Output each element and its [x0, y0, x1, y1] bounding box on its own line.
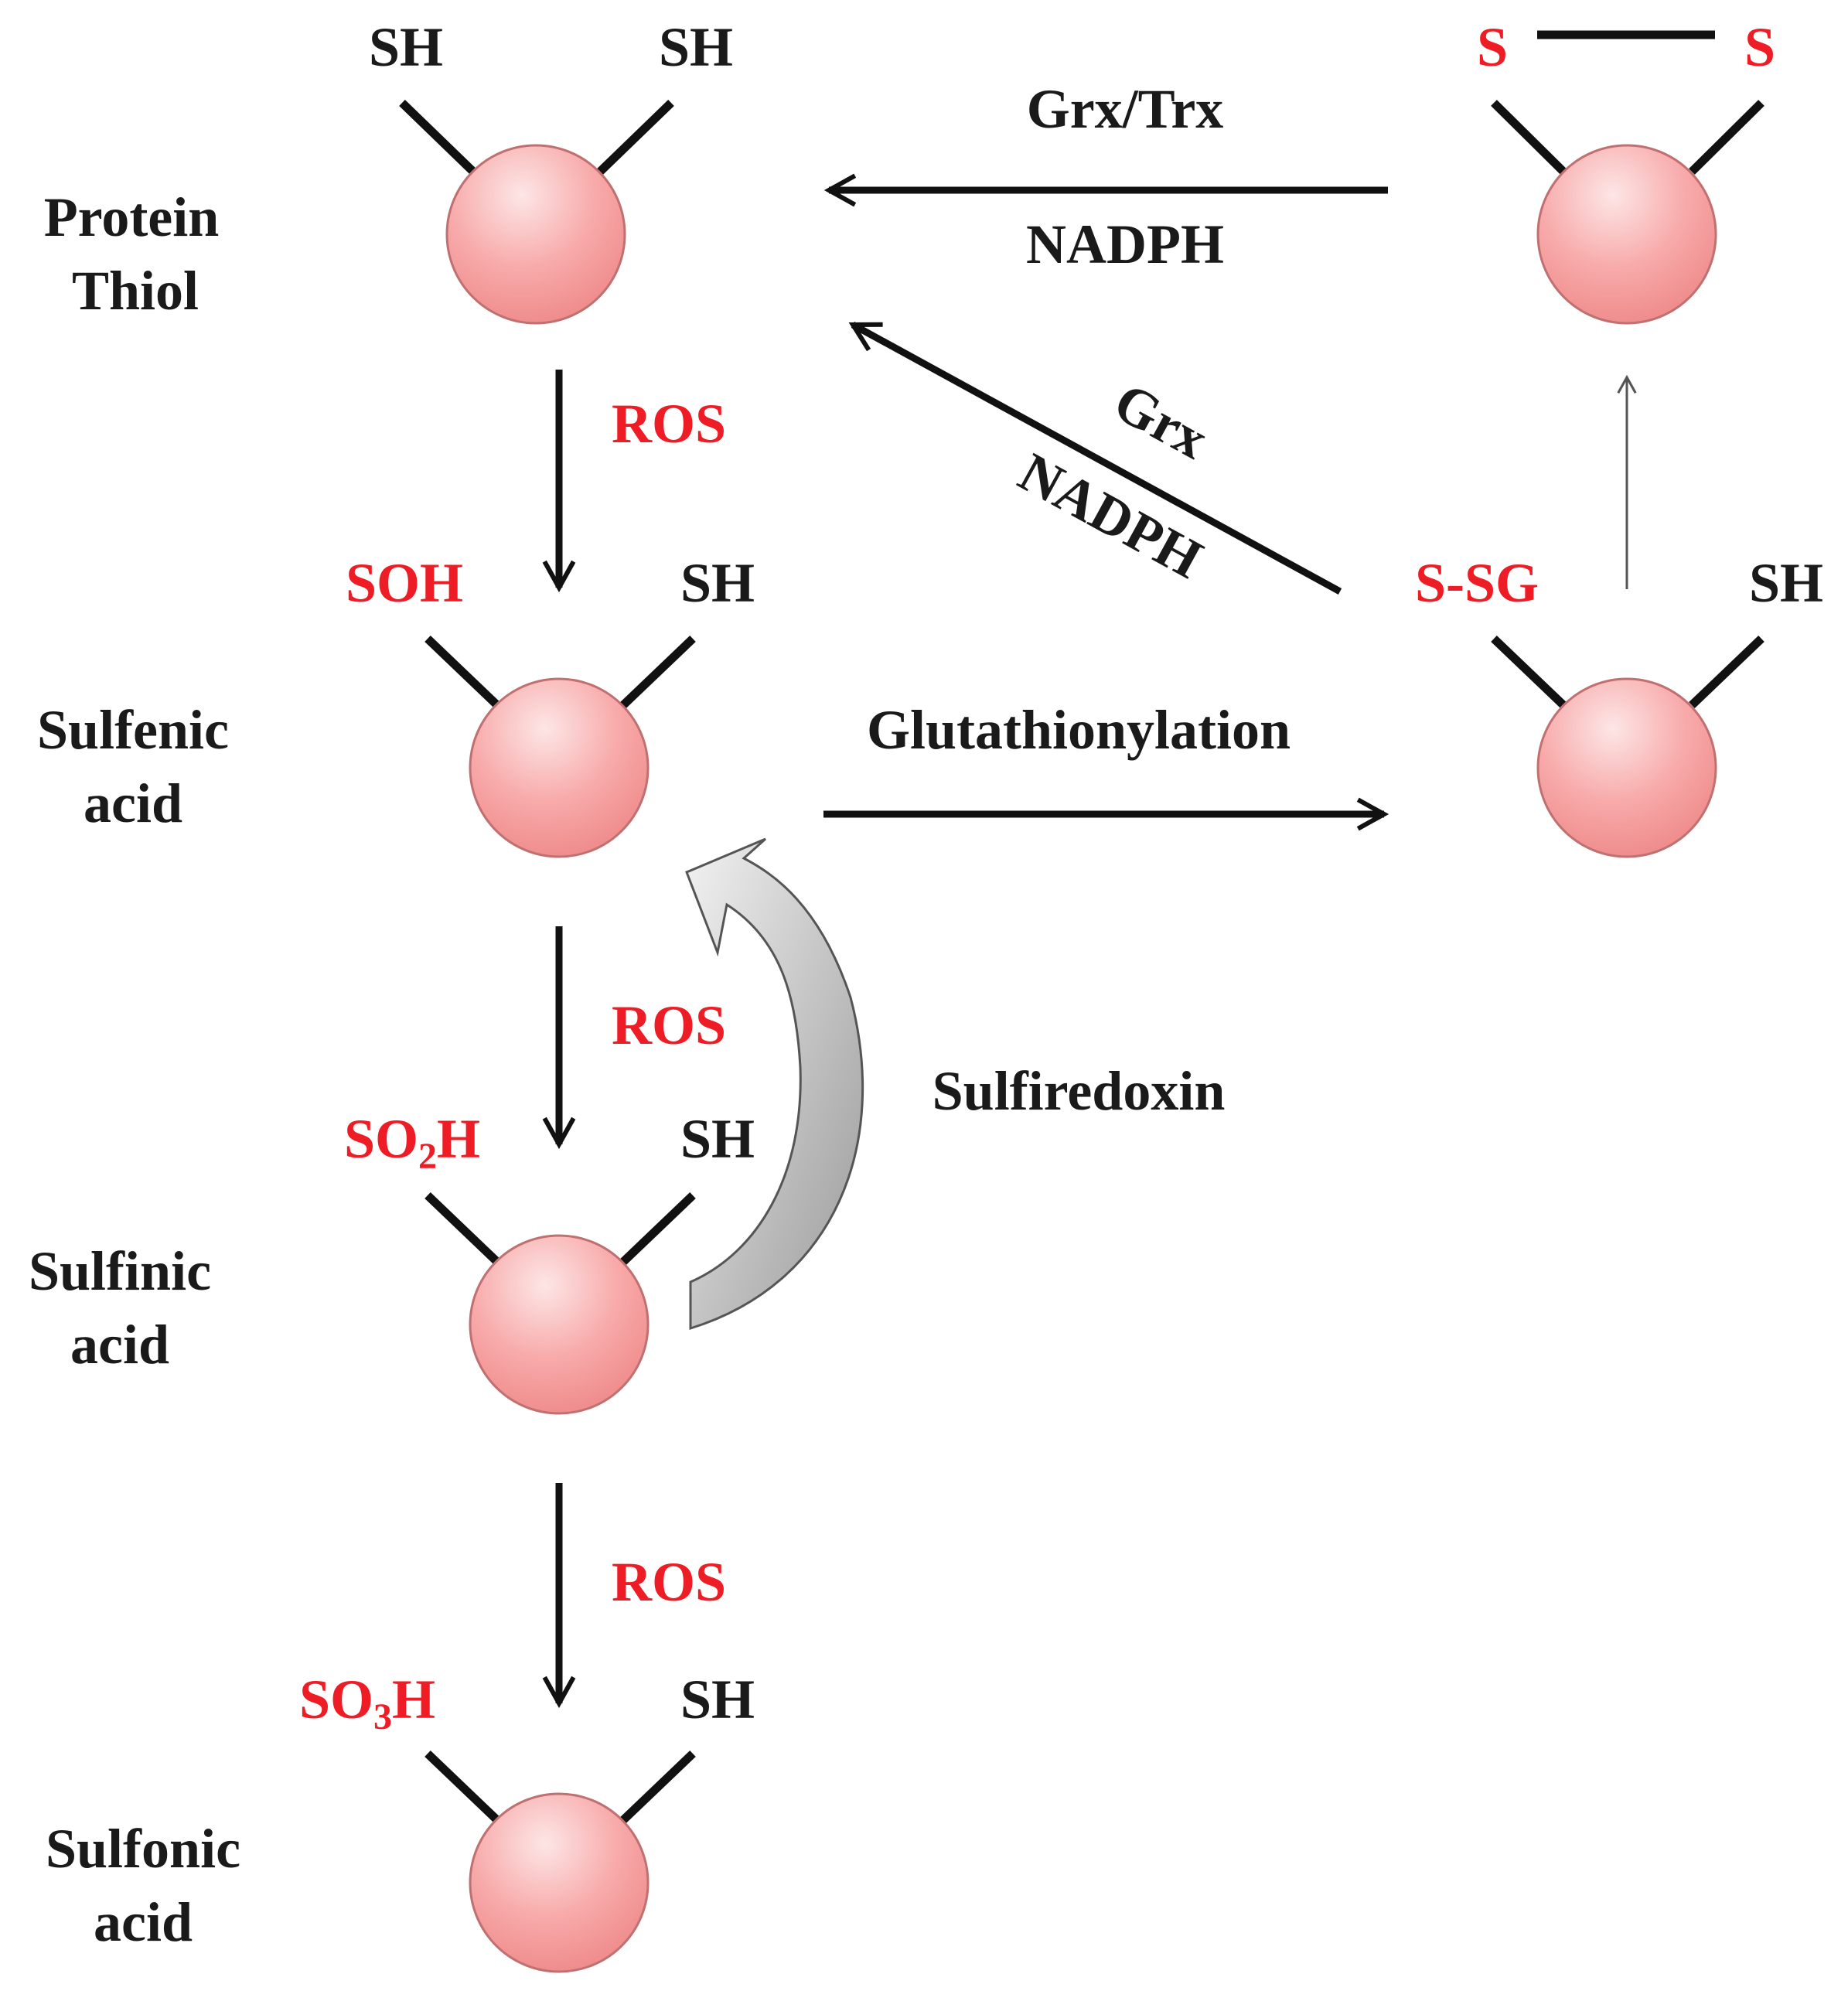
protein-thiol-label-line2: Thiol [72, 260, 199, 322]
glutathionylated-right-bond [1689, 636, 1764, 708]
protein-thiol-right-group: SH [659, 16, 733, 78]
grx-deglutathionylation-arrow [848, 322, 1342, 595]
grx-trx-label: Grx/Trx [1027, 78, 1224, 140]
disulfide-right-bond [1689, 100, 1764, 175]
sulfenic-left-group: SOH [346, 552, 463, 614]
sulfonic-right-group: SH [680, 1669, 755, 1730]
glutathionylated-left-bond [1491, 636, 1567, 708]
sulfonic-left-group: SO3H [299, 1669, 435, 1737]
sulfenic-label-line1: Sulfenic [37, 699, 229, 761]
glutathionylated-left-group: S-SG [1415, 552, 1539, 614]
glutathionylated-protein [1536, 677, 1717, 858]
ros-label-1: ROS [612, 393, 726, 455]
sulfenic-left-bond [424, 636, 500, 708]
sulfiredoxin-label: Sulfiredoxin [933, 1060, 1226, 1122]
sulfinic-protein [469, 1234, 650, 1415]
disulfide-left-bond [1491, 100, 1567, 175]
sulfenic-acid-state: Sulfenic acid SOH SH [37, 552, 755, 858]
nadph-top-label: NADPH [1026, 213, 1224, 275]
ros-label-2: ROS [612, 994, 726, 1056]
protein-thiol-protein [445, 144, 626, 325]
sulfonic-label-line2: acid [94, 1891, 193, 1953]
sulfenic-right-bond [620, 636, 696, 708]
grx-diag-label-group: Grx [1104, 370, 1218, 471]
sulfonic-protein [469, 1792, 650, 1973]
disulfide-protein [1536, 144, 1717, 325]
disulfide-right-sulfur: S [1744, 16, 1775, 78]
sulfinic-left-group: SO2H [344, 1108, 480, 1177]
protein-thiol-state: Protein Thiol SH SH [44, 16, 733, 325]
sulfonic-label-line1: Sulfonic [46, 1818, 240, 1880]
protein-thiol-left-group: SH [369, 16, 443, 78]
disulfide-state: S S [1477, 16, 1775, 325]
protein-thiol-label-line1: Protein [44, 186, 220, 248]
sulfonic-acid-state: Sulfonic acid SO3H SH [46, 1669, 755, 1973]
sulfenic-label-line2: acid [84, 772, 182, 834]
grx-diag-label: Grx [1104, 370, 1218, 471]
sulfinic-acid-state: Sulfinic acid SO2H SH [29, 1108, 755, 1415]
sulfonic-left-bond [424, 1751, 500, 1823]
sulfenic-protein [469, 677, 650, 858]
sulfonic-right-bond [620, 1751, 696, 1823]
disulfide-left-sulfur: S [1477, 16, 1508, 78]
glutathionylated-right-group: SH [1749, 552, 1823, 614]
sulfinic-right-bond [620, 1192, 696, 1265]
sulfinic-left-bond [424, 1192, 500, 1265]
sulfenic-right-group: SH [680, 552, 755, 614]
ros-label-3: ROS [612, 1551, 726, 1613]
glutathionylated-state: S-SG SH [1415, 552, 1823, 858]
protein-thiol-left-bond [399, 100, 476, 175]
sulfinic-right-group: SH [680, 1108, 755, 1170]
sulfinic-label-line1: Sulfinic [29, 1240, 211, 1302]
sulfiredoxin-curved-arrow [685, 837, 864, 1331]
protein-thiol-right-bond [597, 100, 674, 175]
sulfinic-label-line2: acid [70, 1314, 169, 1376]
glutathionylation-label: Glutathionylation [867, 699, 1291, 761]
